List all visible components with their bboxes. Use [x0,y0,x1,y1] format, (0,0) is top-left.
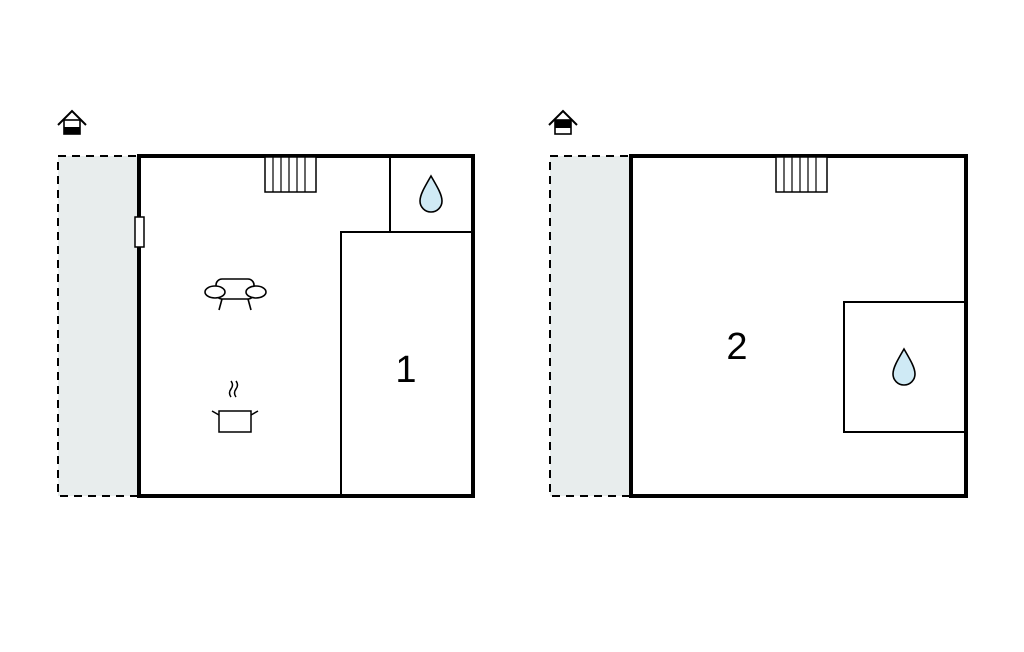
house-ground-floor-icon [57,109,87,135]
bedroom-1 [340,231,474,497]
outer-wall [137,154,475,498]
room-number: 2 [726,326,747,368]
terrace [549,155,631,497]
water-drop-icon [419,174,443,213]
bathroom [843,301,967,433]
stairs-icon [775,156,828,193]
window [134,216,145,248]
outer-wall [629,154,968,498]
stairs-icon [264,156,317,193]
water-drop-icon [892,347,916,386]
cooking-pot-icon [211,380,259,433]
floor-plan-ground: 1 [57,109,475,498]
house-upper-floor-icon [548,109,578,135]
floor-plan-upper: 2 [548,109,968,498]
sofa-icon [204,278,267,311]
terrace [57,155,139,497]
room-number: 1 [395,349,416,391]
